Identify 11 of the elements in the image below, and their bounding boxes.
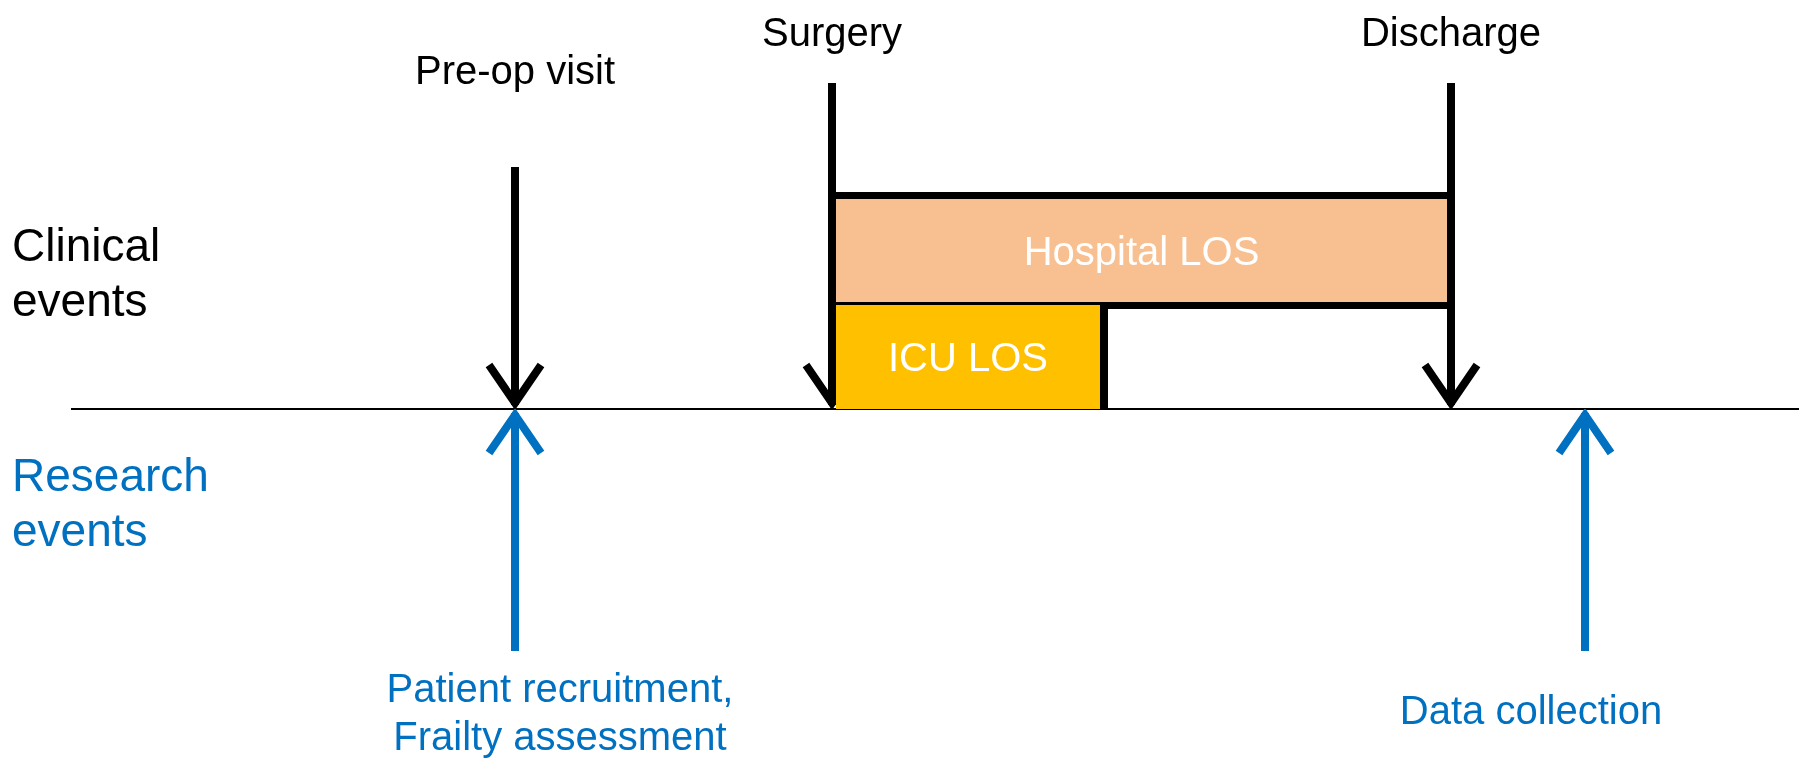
event-label: Discharge	[1360, 9, 1542, 56]
bar-label: ICU LOS	[887, 334, 1048, 381]
hospital-stay-bar	[836, 192, 1447, 309]
icu-stay-bar	[836, 305, 1108, 409]
event-label: Data collection	[1399, 687, 1663, 734]
row-label: Research events	[12, 448, 210, 559]
event-label: Pre-op visit	[414, 47, 616, 94]
event-label: Patient recruitment, Frailty assessment	[385, 665, 735, 760]
row-label: Clinical events	[12, 218, 162, 329]
bar-label: Hospital LOS	[1023, 227, 1260, 275]
event-label: Surgery	[761, 9, 903, 56]
